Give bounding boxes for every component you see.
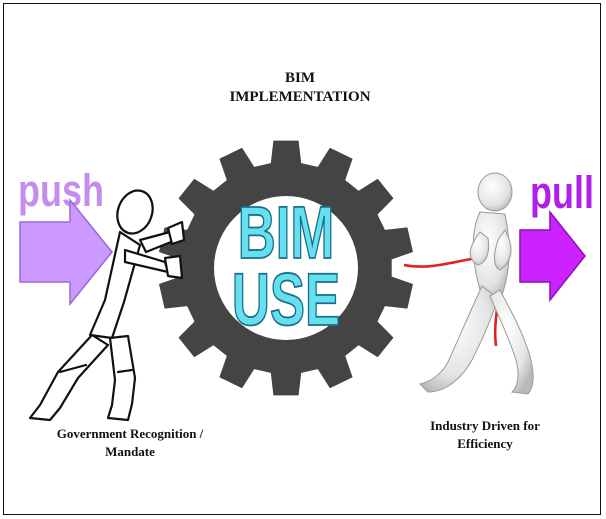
- title-line-2: IMPLEMENTATION: [229, 89, 371, 105]
- title-line-1: BIM: [285, 70, 315, 86]
- right-caption-line-2: Efficiency: [457, 436, 513, 451]
- right-caption: Industry Driven for Efficiency: [400, 417, 570, 453]
- gear-icon: [159, 140, 413, 396]
- gear-text-line-1: BIM: [238, 191, 335, 274]
- push-arrow-icon: [19, 197, 113, 307]
- left-caption-line-1: Government Recognition /: [56, 426, 204, 441]
- pull-label: pull: [530, 166, 594, 218]
- left-caption: Government Recognition / Mandate: [20, 425, 240, 461]
- pull-arrow-icon: [519, 209, 586, 303]
- right-caption-line-1: Industry Driven for: [430, 418, 540, 433]
- diagram-title: BIM IMPLEMENTATION: [200, 69, 400, 107]
- stick-figure-pushing: [28, 189, 186, 422]
- gear-text-line-2: USE: [232, 258, 340, 341]
- left-caption-line-2: Mandate: [105, 444, 155, 459]
- push-label: push: [18, 164, 104, 216]
- 3d-figure-pulling-rope: [418, 172, 534, 395]
